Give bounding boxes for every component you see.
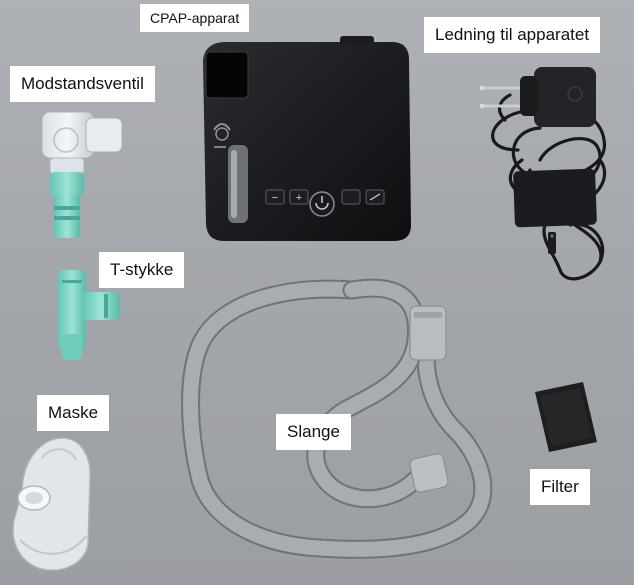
resistance-valve — [41, 111, 123, 238]
menu-button[interactable] — [341, 189, 361, 205]
brand-logo-icon — [213, 123, 231, 141]
svg-text:−: − — [272, 192, 278, 204]
face-mask — [12, 437, 91, 571]
filter-pad — [535, 382, 597, 452]
power-button[interactable] — [309, 191, 335, 217]
cpap-hose — [181, 278, 493, 559]
label-filter: Filter — [530, 469, 590, 505]
label-resistance-valve: Modstandsventil — [10, 66, 155, 102]
plus-button[interactable] — [289, 189, 309, 205]
label-mask: Maske — [37, 395, 110, 431]
minus-button[interactable] — [265, 189, 285, 205]
t-piece — [58, 270, 120, 360]
power-adapter — [479, 67, 607, 281]
svg-text:+: + — [296, 192, 302, 204]
label-power-cord: Ledning til apparatet — [424, 17, 601, 53]
label-cpap-device: CPAP-apparat — [140, 4, 250, 32]
control-panel: − + — [265, 189, 385, 217]
label-t-piece: T-stykke — [99, 252, 185, 288]
label-hose: Slange — [276, 414, 351, 450]
cpap-device: − + — [203, 36, 411, 241]
